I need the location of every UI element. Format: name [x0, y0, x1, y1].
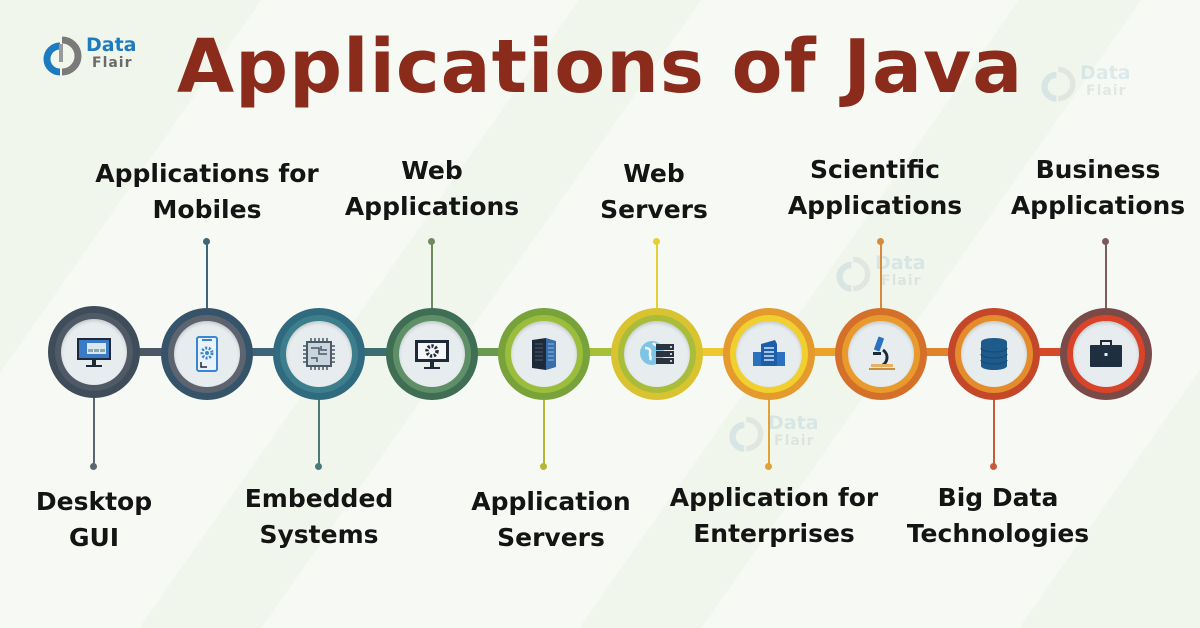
connector-stem — [431, 242, 433, 308]
database-icon — [980, 338, 1008, 370]
label-line: Web — [401, 156, 463, 185]
monitor-gear-icon — [415, 340, 449, 369]
label-line: Embedded — [244, 484, 394, 513]
node-big-data — [948, 308, 1040, 400]
connector-stem — [656, 242, 658, 308]
watermark-text: Data — [875, 252, 926, 274]
node-enterprise-apps — [723, 308, 815, 400]
label-enterprise-apps: Application for Enterprises — [654, 480, 894, 552]
connector-dot — [877, 238, 884, 245]
mobile-settings-icon — [196, 336, 218, 372]
label-line: Servers — [600, 195, 708, 224]
dataflair-logo: Data Flair — [42, 34, 142, 78]
connector-stem — [543, 400, 545, 466]
label-line: Applications — [344, 192, 520, 221]
connector-stem — [318, 400, 320, 466]
label-web-servers: Web Servers — [534, 156, 774, 228]
connector-dot — [315, 463, 322, 470]
label-web-apps: Web Applications — [312, 153, 552, 225]
watermark-text: Flair — [881, 273, 922, 289]
server-rack-icon — [532, 338, 556, 370]
watermark-text: Data — [768, 412, 819, 434]
node-business-apps — [1060, 308, 1152, 400]
label-line: Applications for — [95, 159, 319, 188]
label-desktop-gui: Desktop GUI — [0, 484, 214, 556]
label-line: Scientific — [809, 155, 941, 184]
label-line: Systems — [259, 520, 379, 549]
connector-stem — [768, 400, 770, 466]
connector-dot — [428, 238, 435, 245]
connector-stem — [93, 398, 95, 466]
label-line: Applications — [787, 191, 963, 220]
connector-dot — [90, 463, 97, 470]
node-mobile-apps — [161, 308, 253, 400]
label-line: Technologies — [906, 519, 1090, 548]
connector-dot — [765, 463, 772, 470]
label-scientific-apps: Scientific Applications — [755, 152, 995, 224]
label-line: Application — [471, 487, 631, 516]
connector-dot — [990, 463, 997, 470]
microscope-icon — [869, 336, 895, 370]
briefcase-icon — [1090, 340, 1122, 367]
label-line: Web — [623, 159, 685, 188]
node-desktop-gui — [48, 306, 140, 398]
connector-stem — [993, 400, 995, 466]
connector-dot — [203, 238, 210, 245]
label-business-apps: Business Applications — [978, 152, 1200, 224]
dataflair-logo-icon — [43, 36, 82, 76]
globe-server-icon — [640, 341, 674, 365]
node-embedded-systems — [273, 308, 365, 400]
page-title: Applications of Java — [176, 24, 1024, 110]
label-line: Mobiles — [152, 195, 262, 224]
watermark: Data Flair — [728, 412, 828, 462]
logo-text-data: Data — [86, 34, 137, 56]
connector-dot — [653, 238, 660, 245]
label-line: Application for — [669, 483, 879, 512]
node-web-servers — [611, 308, 703, 400]
label-line: Enterprises — [693, 519, 855, 548]
label-big-data: Big Data Technologies — [878, 480, 1118, 552]
label-line: Desktop — [35, 487, 153, 516]
connector-stem — [206, 242, 208, 308]
office-building-icon — [753, 340, 785, 366]
desktop-monitor-icon — [77, 338, 111, 367]
watermark-text: Flair — [1086, 83, 1127, 99]
label-application-servers: Application Servers — [431, 484, 671, 556]
label-line: Applications — [1010, 191, 1186, 220]
connector-stem — [1105, 242, 1107, 308]
label-line: Servers — [497, 523, 605, 552]
connector-dot — [540, 463, 547, 470]
microchip-icon — [303, 338, 335, 370]
watermark: Data Flair — [835, 252, 935, 302]
label-mobile-apps: Applications for Mobiles — [87, 156, 327, 228]
label-line: Business — [1035, 155, 1161, 184]
connector-dot — [1102, 238, 1109, 245]
node-scientific-apps — [835, 308, 927, 400]
watermark: Data Flair — [1040, 62, 1140, 112]
connector-stem — [880, 242, 882, 308]
label-line: Big Data — [937, 483, 1059, 512]
label-embedded-systems: Embedded Systems — [199, 481, 439, 553]
node-application-servers — [498, 308, 590, 400]
watermark-text: Data — [1080, 62, 1131, 84]
watermark-text: Flair — [774, 433, 815, 449]
label-line: GUI — [68, 523, 120, 552]
node-web-apps — [386, 308, 478, 400]
logo-text-flair: Flair — [92, 55, 133, 71]
